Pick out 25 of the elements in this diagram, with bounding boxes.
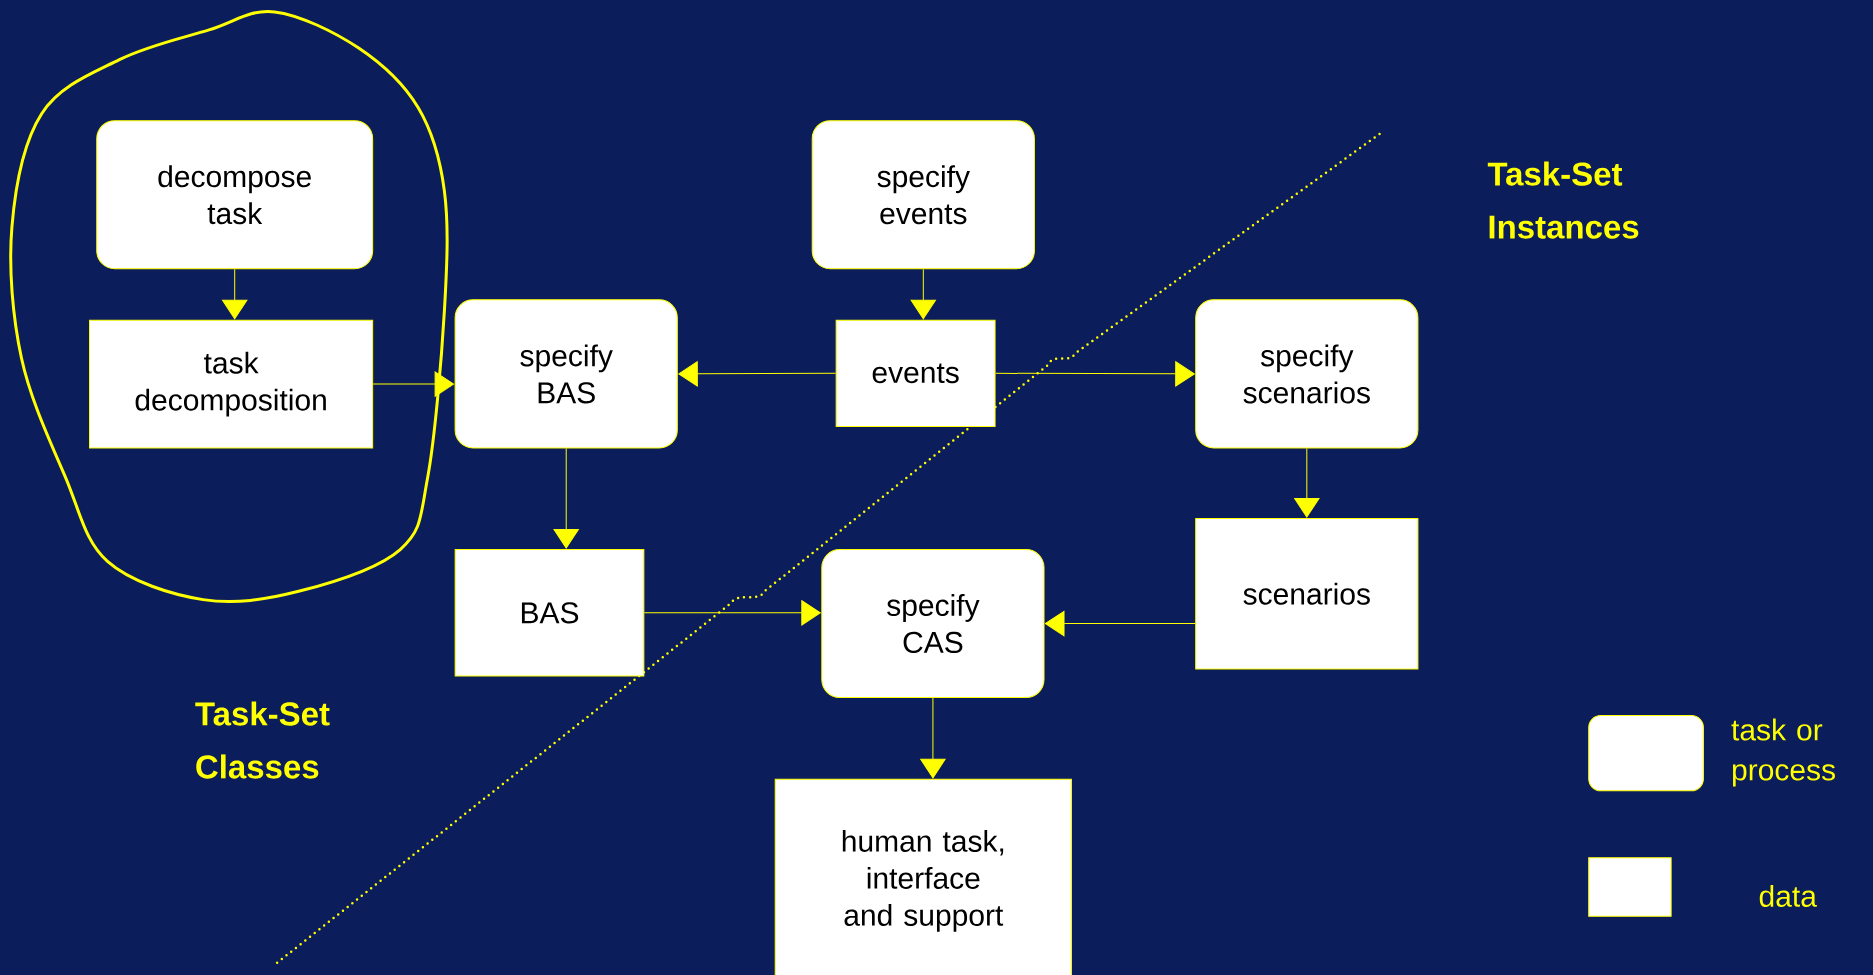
arrow — [553, 447, 579, 549]
arrow — [372, 371, 455, 397]
arrow — [1044, 610, 1196, 637]
arrow — [995, 361, 1195, 387]
data-box: task decomposition — [89, 319, 374, 449]
hand-drawn-loop — [9, 10, 449, 604]
process-box: decompose task — [96, 120, 374, 270]
region-label: Task-Set Classes — [195, 701, 330, 779]
region-label: Task-Set Instances — [1487, 161, 1639, 239]
legend-label: task or process — [1731, 718, 1835, 787]
arrow — [920, 697, 946, 779]
arrow — [1294, 447, 1320, 518]
process-box: specify scenarios — [1195, 299, 1419, 449]
legend-label: data — [1759, 884, 1817, 907]
data-box: events — [835, 319, 996, 427]
process-box: specify BAS — [454, 299, 678, 449]
arrow — [222, 268, 248, 320]
process-box: specify events — [811, 120, 1035, 270]
data-box: scenarios — [1195, 517, 1419, 670]
process-box: specify CAS — [821, 548, 1045, 699]
data-box: BAS — [454, 549, 645, 677]
arrow — [678, 361, 837, 387]
arrow — [910, 268, 936, 320]
data-box: human task, interface and support — [774, 778, 1072, 975]
arrow — [643, 600, 821, 626]
